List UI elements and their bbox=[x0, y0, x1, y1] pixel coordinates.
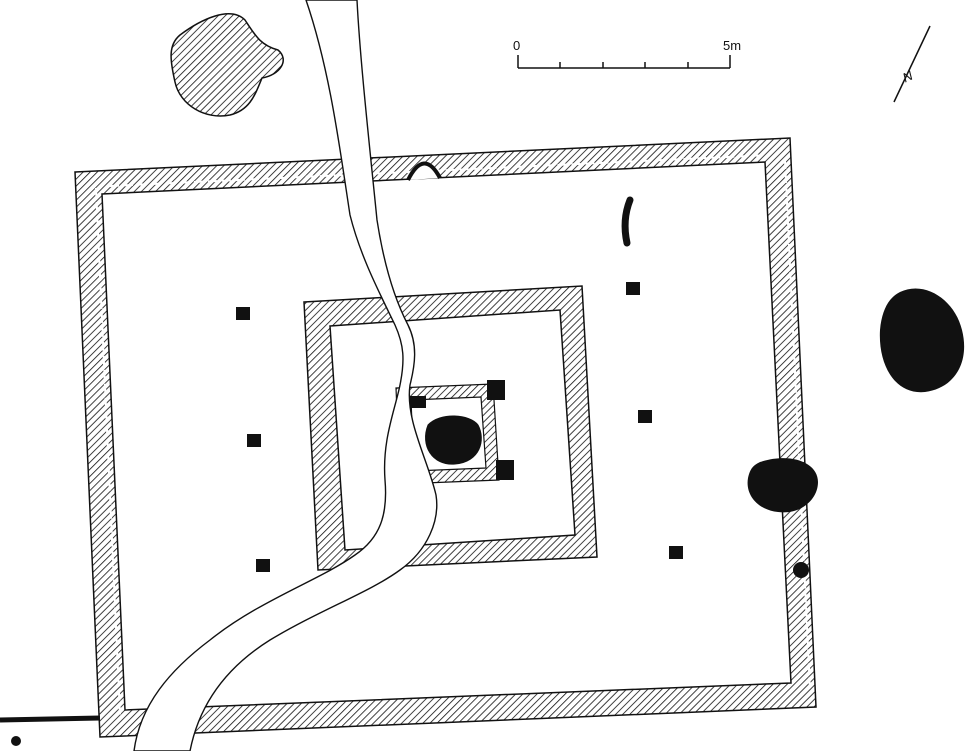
boulder-east-wall bbox=[747, 458, 818, 513]
water-channel bbox=[133, 0, 438, 751]
north-arrow-icon: N bbox=[893, 25, 931, 103]
post-base bbox=[638, 410, 652, 423]
post-base bbox=[11, 736, 21, 746]
post-base bbox=[410, 396, 426, 408]
scale-start-label: 0 bbox=[513, 38, 520, 53]
boulder-right bbox=[879, 288, 965, 393]
outer-wall bbox=[74, 137, 817, 738]
post-base bbox=[487, 380, 505, 400]
central-boulder bbox=[425, 415, 482, 465]
lead-line bbox=[0, 715, 101, 723]
post-base bbox=[626, 282, 640, 295]
scale-bar bbox=[517, 55, 731, 69]
hatched-pit bbox=[170, 13, 284, 117]
post-base bbox=[669, 546, 683, 559]
post-base bbox=[236, 307, 250, 320]
post-base bbox=[793, 562, 809, 578]
curved-wall-fragment bbox=[621, 196, 634, 247]
wall-niche bbox=[406, 161, 442, 181]
post-base bbox=[496, 460, 514, 480]
post-base bbox=[247, 434, 261, 447]
scale-end-label: 5m bbox=[723, 38, 741, 53]
post-bases bbox=[11, 282, 809, 746]
post-base bbox=[256, 559, 270, 572]
middle-wall bbox=[303, 285, 598, 571]
